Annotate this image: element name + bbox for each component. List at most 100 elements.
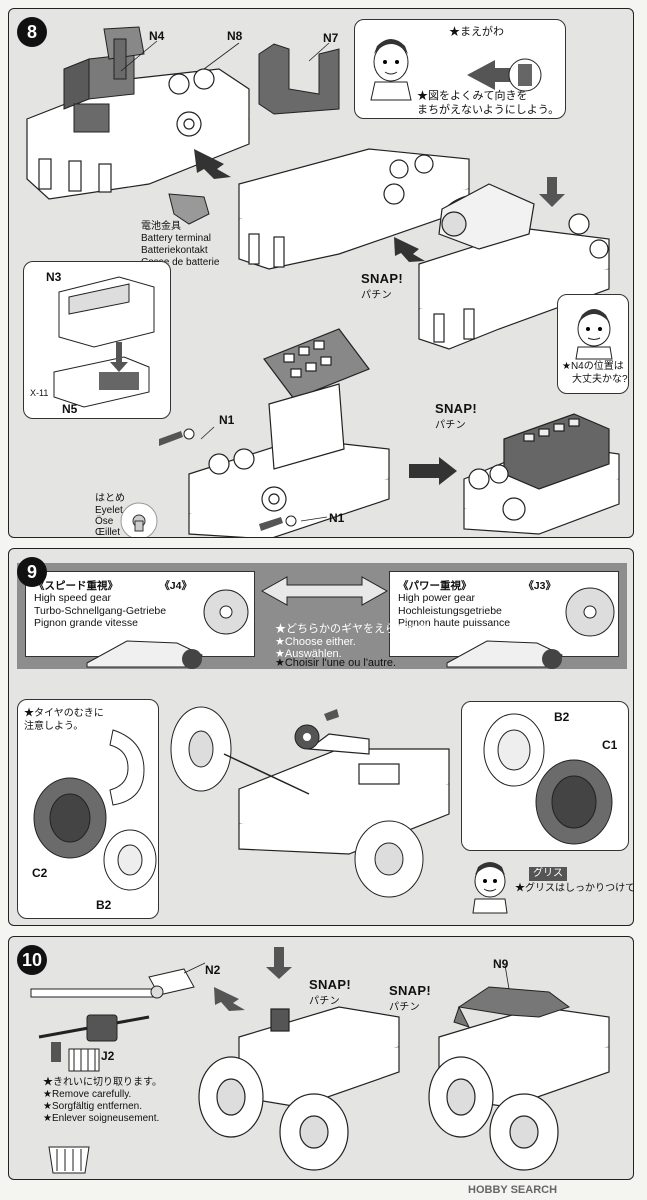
battery-terminal-en: Battery terminal [141,233,212,244]
speed-gear-code: 《J4》 [159,580,192,592]
orientation-note-line2: まちがえないようにしよう。 [417,104,560,116]
front-label: ★まえがわ [449,26,504,38]
power-gear-icon [565,587,615,637]
part-label-b2: B2 [96,898,112,912]
step-8-drawing [26,26,620,537]
assembly-arrows [51,947,292,1062]
eyelet-en: Eyelet [95,505,123,516]
c1-b2-drawing [483,713,613,845]
speed-gear-de: Turbo-Schnellgang-Getriebe [34,604,167,617]
chassis-illustration [198,1006,400,1171]
part-label-c1: C1 [602,738,618,752]
eyelet-jp: はとめ [95,493,125,504]
snap-label: SNAP!パチン [309,977,351,1007]
assembly-arrows [194,149,457,485]
step-9-chassis-drawing [170,706,450,898]
part-label-n8: N8 [227,29,243,43]
leader-lines [120,40,330,522]
speed-gear-icon [203,589,249,635]
snap-label: SNAP!パチン [435,401,477,431]
part-label-n2: N2 [205,963,221,977]
power-gear-code: 《J3》 [523,580,556,592]
chassis-with-cover [188,328,390,537]
remove-fr: ★Enlever soigneusement. [43,1113,160,1124]
n4-note-line1: ★N4の位置は [562,361,624,372]
snap-label: SNAP!パチン [389,983,431,1013]
part-label-n4: N4 [149,29,165,43]
eyelet-icon [120,502,158,537]
power-gear-title: 《パワー重視》 [398,580,472,592]
grease-tag: グリス [529,867,567,881]
choose-en: ★Choose either. [275,636,356,648]
remove-jp: ★きれいに切り取ります。 [43,1077,162,1088]
part-n8 [103,26,145,80]
guide-character-icon [568,301,620,360]
n3-n5-callout: N3 X-11 N5 [23,261,171,419]
speed-gear-title: 《スピード重視》 [34,580,118,592]
watermark: HOBBY SEARCH [468,1184,558,1196]
down-arrow [539,177,565,207]
part-label-n1: N1 [329,511,345,525]
step-number: 8 [17,17,47,47]
speed-gear-fr: Pignon grande vitesse [34,617,138,630]
front-arrow-icon [467,58,542,92]
part-label-b2: B2 [554,710,570,724]
battery-terminal [168,193,210,225]
choose-fr: ★Choisir l'une ou l'autre. [275,657,397,669]
part-n2 [148,968,195,999]
power-gear-fr: Pignon haute puissance [398,617,511,630]
part-label-n5: N5 [62,402,78,416]
remove-de: ★Sorgfältig entfernen. [43,1101,143,1112]
tire-note-line2: 注意しよう。 [24,721,84,732]
guide-character-icon [465,855,515,915]
step-10-drawing [30,947,610,1174]
tire-note-line1: ★タイヤのむきに [24,708,104,719]
guide-character-icon [365,30,417,101]
n3-n5-drawing [53,276,155,408]
eyelet-fr: Œillet [95,527,121,538]
j2-gear-icon [68,1048,100,1072]
wheel [170,706,424,898]
n4-note-line2: 大丈夫かな? [572,374,628,385]
n4-position-callout: ★N4の位置は 大丈夫かな? [557,294,629,394]
part-label-n3: N3 [46,270,62,284]
choice-arrow-icon [86,576,563,669]
orientation-note-line1: ★図をよくみて向きを [417,90,528,102]
leader-lines [183,962,510,990]
part-label-n1: N1 [219,413,235,427]
battery-terminal-de: Batteriekontakt [141,245,208,256]
assembled-chassis [463,413,620,535]
power-gear-en: High power gear [398,592,476,604]
c1-b2-callout: B2 C1 [461,701,629,851]
eyelet-insert-arrows [159,428,297,531]
speed-gear-en: High speed gear [34,592,112,604]
choose-de: ★Auswählen. [275,648,342,660]
choose-jp: ★どちらかのギヤをえらびます! [275,623,433,635]
snap-label: SNAP!パチン [361,271,403,301]
gear-choice-banner: 《スピード重視》 《J4》 High speed gear Turbo-Schn… [17,563,627,669]
chassis-illustration [428,1006,610,1171]
tire-direction-callout: ★タイヤのむきに 注意しよう。 C2 B2 [17,699,159,919]
part-n9 [453,986,571,1028]
gear-icon [294,724,320,750]
power-gear-names: High power gear Hochleistungsgetriebe Pi… [398,592,510,630]
step-8-panel: 8 [8,8,634,538]
step-9-panel: 《スピード重視》 《J4》 High speed gear Turbo-Schn… [8,548,634,926]
speed-gear-names: High speed gear Turbo-Schnellgang-Getrie… [34,592,166,630]
battery-terminal-fr: Cosse de batterie [141,257,220,268]
part-label-j2: J2 [101,1049,115,1063]
chassis-illustration [26,68,250,200]
step-number: 9 [17,557,47,587]
battery-terminal-jp: 電池金具 [141,221,181,232]
eyelet-de: Öse [95,516,114,527]
orientation-callout: ★まえがわ ★図をよくみて向きを まちがえないようにしよう。 [354,19,566,119]
step-number: 10 [17,945,47,975]
part-label-n9: N9 [493,957,509,971]
grease-note: ★グリスはしっかりつけてね。 [515,883,634,894]
power-gear-de: Hochleistungsgetriebe [398,604,502,617]
part-label-c2: C2 [32,866,48,880]
tire-wheel-drawing [33,729,157,891]
step-10-panel: 10 [8,936,634,1180]
part-label-x11: X-11 [30,388,49,398]
